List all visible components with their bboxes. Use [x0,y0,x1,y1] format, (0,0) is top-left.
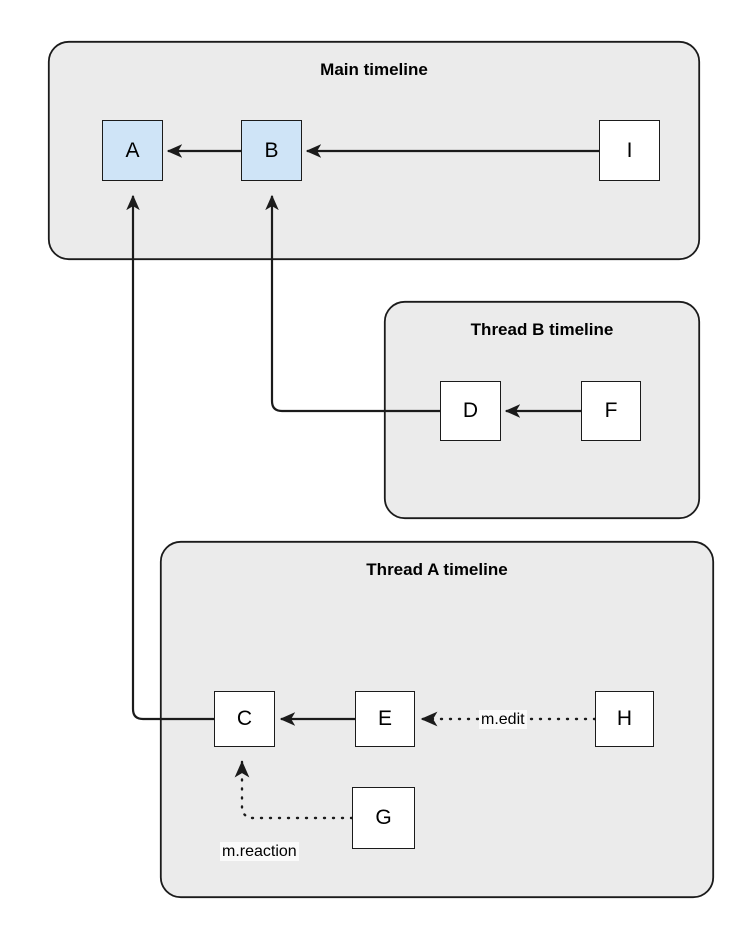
group-title-main: Main timeline [320,60,428,79]
node-d[interactable]: D [440,381,501,441]
node-i[interactable]: I [599,120,660,181]
edge-label-m-reaction: m.reaction [220,842,299,861]
node-g[interactable]: G [352,787,415,849]
group-title-thread-a: Thread A timeline [366,560,508,579]
node-f[interactable]: F [581,381,641,441]
node-e[interactable]: E [355,691,415,747]
node-a[interactable]: A [102,120,163,181]
edge-d-to-b [265,194,440,413]
edge-label-m-edit: m.edit [479,710,527,729]
group-title-thread-b: Thread B timeline [470,320,614,339]
node-c[interactable]: C [214,691,275,747]
edge-c-to-a [126,194,214,721]
node-h[interactable]: H [595,691,654,747]
edge-g-to-c [234,760,354,820]
node-b[interactable]: B [241,120,302,181]
